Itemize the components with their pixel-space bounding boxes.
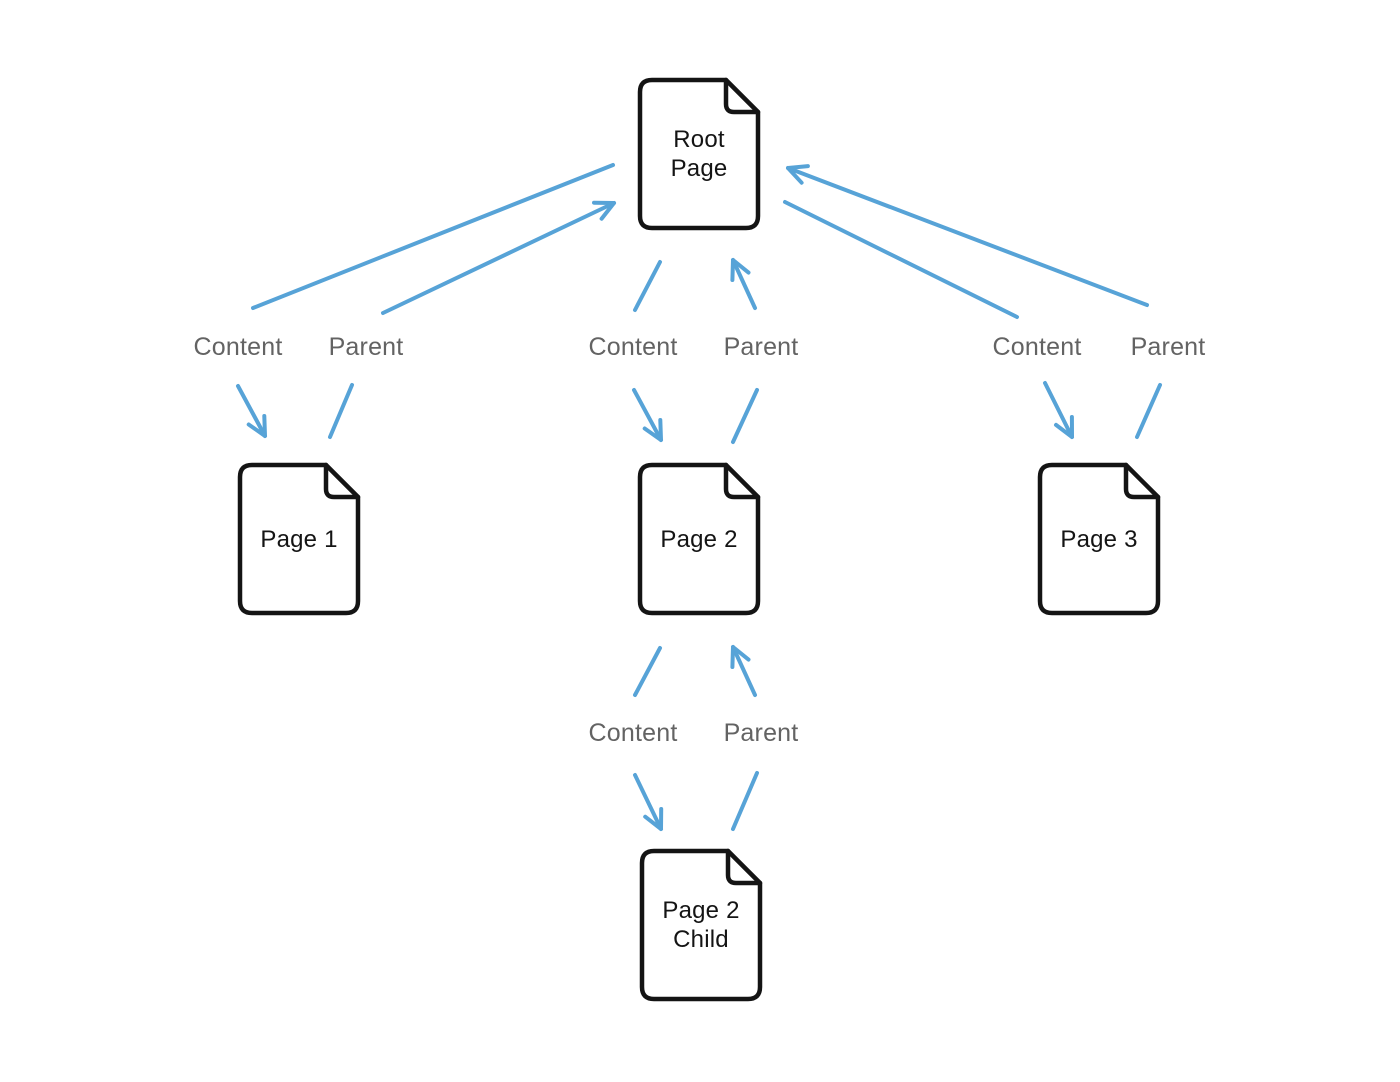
edge-page1-content-lower <box>236 384 267 438</box>
edge-page3-content-upper <box>783 200 1019 319</box>
node-label-page-1: Page 1 <box>260 525 338 553</box>
document-outline <box>237 462 361 616</box>
node-label-root-page: Root Page <box>670 126 728 182</box>
edge-page2-parent-upper-line <box>731 258 757 310</box>
document-outline <box>639 848 763 1002</box>
arrowhead-icon <box>592 200 616 221</box>
edge-label-page3-content: Content <box>992 333 1082 361</box>
edge-page1-content-upper <box>251 163 615 310</box>
edge-page3-content-lower-line <box>1043 381 1074 439</box>
node-root-page: Root Page <box>637 77 761 231</box>
document-fold <box>323 462 361 500</box>
document-fold <box>723 77 761 115</box>
document-icon <box>637 77 761 231</box>
edge-page1-parent-upper-line <box>381 201 616 315</box>
edge-page1-parent-lower-line <box>328 383 354 439</box>
edge-page2-parent-upper <box>730 258 757 310</box>
arrowhead-icon <box>246 414 267 438</box>
edge-label-page2-parent: Parent <box>723 333 799 361</box>
edge-page2-content-lower-line <box>632 388 663 442</box>
edge-child-content-lower-line <box>633 773 663 831</box>
node-page-2-child: Page 2 Child <box>639 848 763 1002</box>
document-icon <box>237 462 361 616</box>
edge-child-parent-lower <box>731 771 759 831</box>
edge-page3-parent-upper-line <box>786 166 1149 307</box>
document-outline <box>637 77 761 231</box>
edge-page2-content-upper-line <box>633 260 662 312</box>
edge-page3-content-lower <box>1043 381 1074 439</box>
edge-page1-parent-upper <box>381 200 616 315</box>
document-icon <box>1037 462 1161 616</box>
document-fold <box>723 462 761 500</box>
edge-page3-parent-upper <box>786 164 1149 307</box>
edge-page2-content-upper <box>633 260 662 312</box>
edge-page1-content-upper-line <box>251 163 615 310</box>
edge-child-parent-upper-line <box>731 645 757 697</box>
edge-child-content-upper <box>633 646 662 697</box>
edge-child-content-lower <box>633 773 664 831</box>
arrowhead-icon <box>1054 415 1074 439</box>
node-page-2: Page 2 <box>637 462 761 616</box>
node-label-page-2-child: Page 2 Child <box>662 897 740 953</box>
edge-label-child-parent: Parent <box>723 719 799 747</box>
arrowhead-icon <box>730 645 751 669</box>
document-icon <box>637 462 761 616</box>
document-fold <box>1123 462 1161 500</box>
node-page-1: Page 1 <box>237 462 361 616</box>
edge-label-child-content: Content <box>588 719 678 747</box>
arrowhead-icon <box>786 164 810 185</box>
edge-page2-content-lower <box>632 388 663 442</box>
edge-child-parent-lower-line <box>731 771 759 831</box>
node-label-page-2: Page 2 <box>660 525 738 553</box>
arrowhead-icon <box>643 807 664 831</box>
edge-page3-parent-lower-line <box>1135 383 1162 439</box>
edge-label-page3-parent: Parent <box>1130 333 1206 361</box>
edge-label-page1-parent: Parent <box>328 333 404 361</box>
edge-page3-content-upper-line <box>783 200 1019 319</box>
node-label-page-3: Page 3 <box>1060 525 1138 553</box>
edge-label-page1-content: Content <box>193 333 283 361</box>
node-page-3: Page 3 <box>1037 462 1161 616</box>
arrowhead-icon <box>642 418 663 442</box>
arrowhead-icon <box>730 258 751 282</box>
edge-label-page2-content: Content <box>588 333 678 361</box>
edge-page1-parent-lower <box>328 383 354 439</box>
edge-page2-parent-lower <box>731 388 759 444</box>
document-outline <box>1037 462 1161 616</box>
edge-child-parent-upper <box>730 645 757 697</box>
edge-page2-parent-lower-line <box>731 388 759 444</box>
edge-page1-content-lower-line <box>236 384 267 438</box>
document-fold <box>725 848 763 886</box>
edge-page3-parent-lower <box>1135 383 1162 439</box>
edge-child-content-upper-line <box>633 646 662 697</box>
document-outline <box>637 462 761 616</box>
document-icon <box>639 848 763 1002</box>
